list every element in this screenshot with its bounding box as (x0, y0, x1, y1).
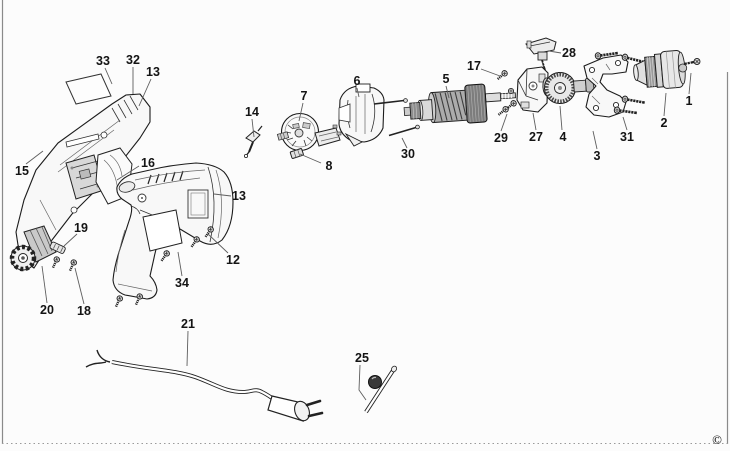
part-label-27: 27 (529, 130, 543, 144)
part-label-12: 12 (226, 253, 240, 267)
part-label-15: 15 (15, 164, 29, 178)
part-label-19: 19 (74, 221, 88, 235)
part-label-3: 3 (594, 149, 601, 163)
part-label-33: 33 (96, 54, 110, 68)
copyright-mark: © (712, 432, 722, 447)
power-cord (85, 349, 324, 422)
housing-half-lower (112, 162, 234, 300)
part-label-5: 5 (443, 72, 450, 86)
part-label-28: 28 (562, 46, 576, 60)
part-label-18: 18 (77, 304, 91, 318)
through-bolts (373, 98, 420, 137)
cord-plug (267, 395, 324, 422)
part-labels: 33 32 13 15 16 13 14 7 8 6 30 5 17 28 29… (15, 46, 692, 365)
part-label-34: 34 (175, 276, 189, 290)
part-label-30: 30 (401, 147, 415, 161)
part-label-32: 32 (126, 53, 140, 67)
inspection-panel (142, 209, 183, 252)
part-label-20: 20 (40, 303, 54, 317)
lock-button (49, 241, 66, 254)
part-label-7: 7 (301, 89, 308, 103)
part-label-21: 21 (181, 317, 195, 331)
part-label-25: 25 (355, 351, 369, 365)
leader-lines (25, 50, 692, 401)
housing-half-upper (9, 93, 151, 272)
brush-holder (525, 37, 557, 71)
chuck (633, 49, 688, 89)
stator (338, 83, 385, 147)
gearbox-cover (516, 66, 549, 113)
switch-clip (289, 148, 304, 159)
switch-assembly (276, 112, 342, 152)
chuck-screw (683, 58, 701, 66)
support-bracket (583, 54, 629, 118)
spindle-flange (9, 244, 37, 272)
armature (403, 83, 517, 124)
part-label-17: 17 (467, 59, 481, 73)
part-label-16: 16 (141, 156, 155, 170)
part-label-14: 14 (245, 105, 259, 119)
depth-stop (364, 365, 397, 414)
part-label-1: 1 (686, 94, 693, 108)
part-label-6: 6 (354, 74, 361, 88)
part-label-2: 2 (661, 116, 668, 130)
part-label-8: 8 (326, 159, 333, 173)
gear-spindle (542, 72, 599, 104)
screws-29 (495, 87, 519, 119)
part-label-4: 4 (560, 130, 567, 144)
part-label-13-lower: 13 (232, 189, 246, 203)
part-label-13-upper: 13 (146, 65, 160, 79)
part-label-31: 31 (620, 130, 634, 144)
brush-clip (243, 125, 263, 158)
part-label-29: 29 (494, 131, 508, 145)
label-sticker (65, 73, 112, 105)
